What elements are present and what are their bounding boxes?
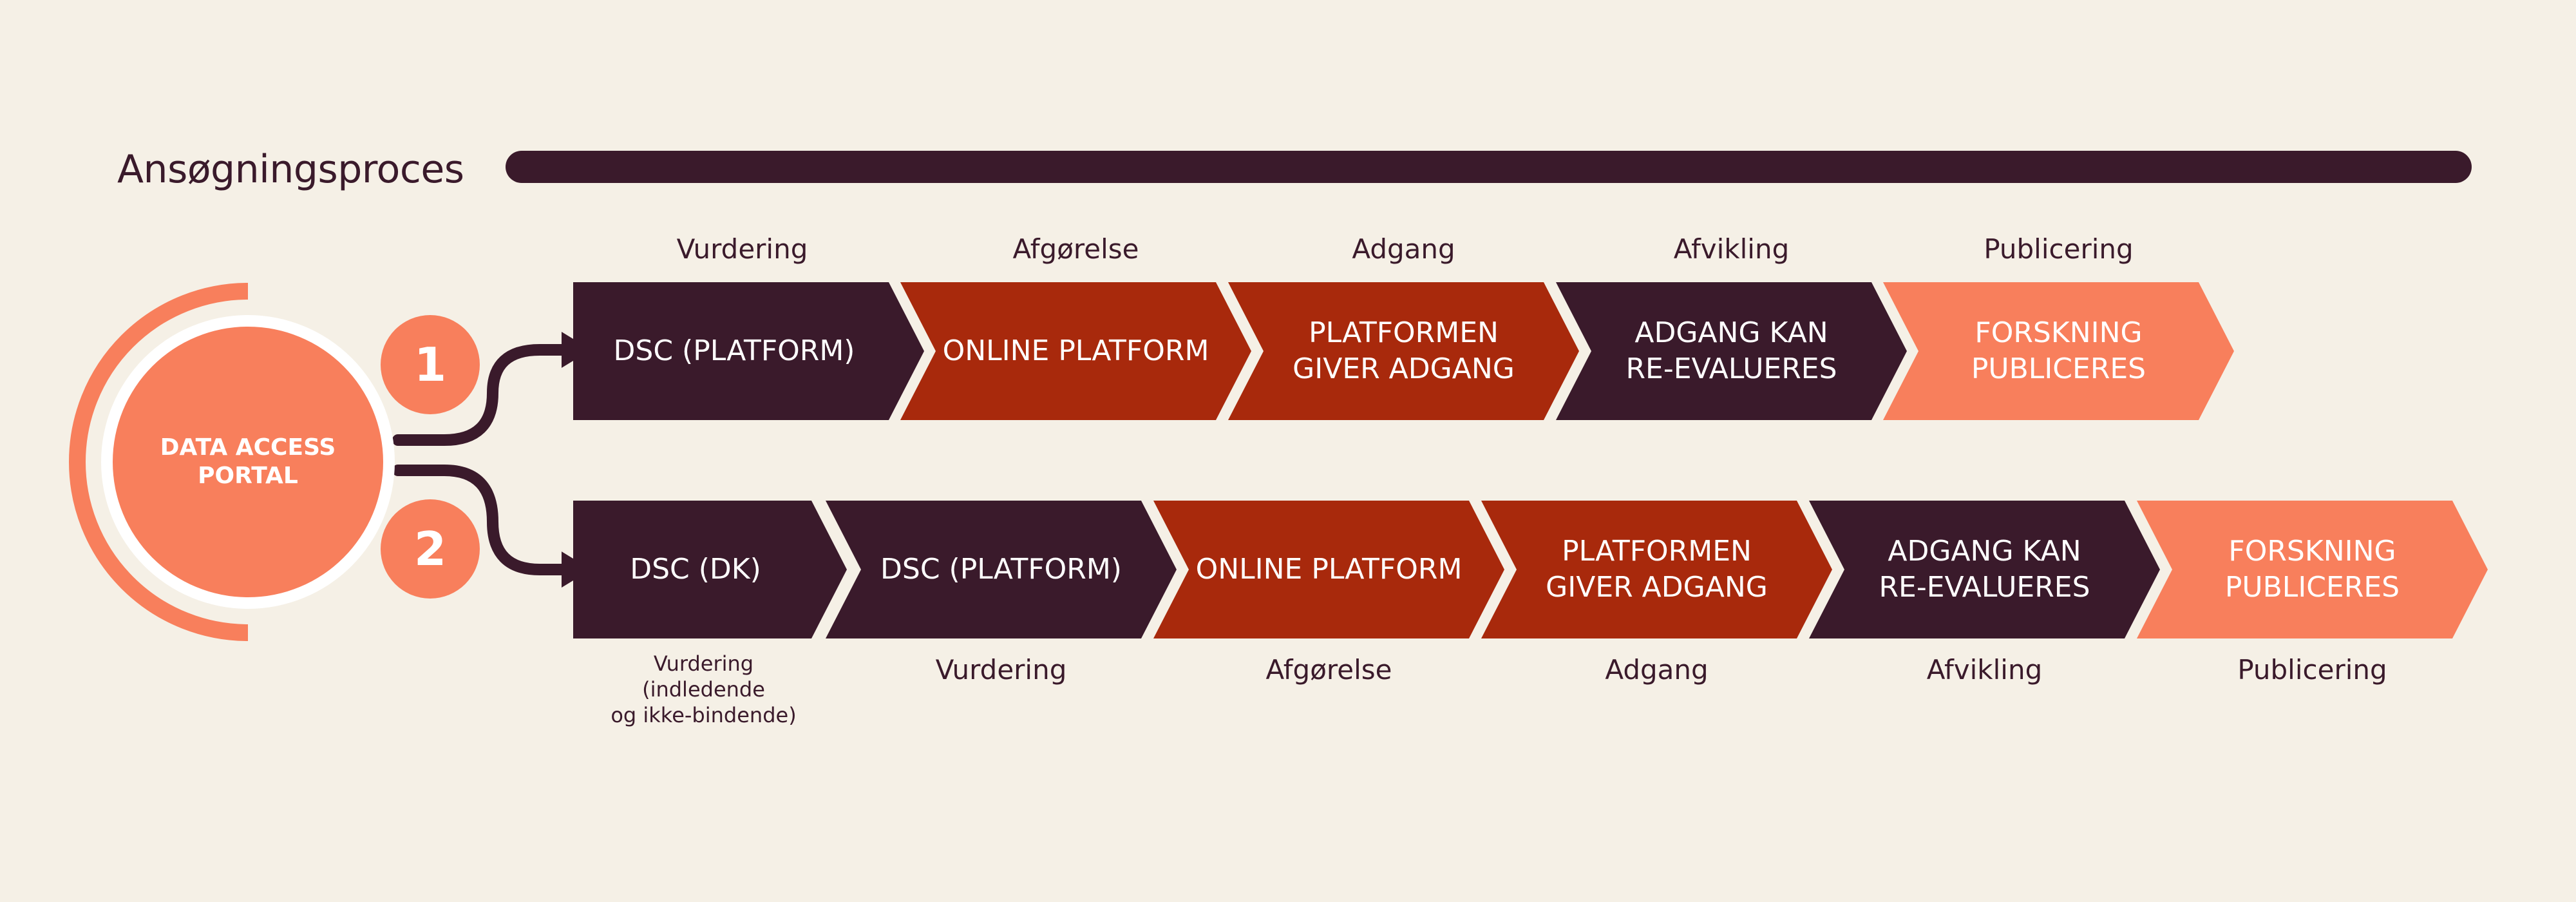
route-1-phase-2: Afgørelse — [1012, 233, 1139, 265]
route-1-step-2: ONLINE PLATFORM — [900, 282, 1251, 420]
route-1-badge: 1 — [381, 315, 480, 414]
route-2-phase-4: Adgang — [1605, 654, 1709, 686]
route-2-step-5: ADGANG KAN RE-EVALUERES — [1809, 501, 2160, 638]
connector-route-1 — [392, 344, 571, 446]
route-2-phase-6: Publicering — [2237, 654, 2387, 686]
route-2-step-6: FORSKNING PUBLICERES — [2137, 501, 2488, 638]
connector-route-2 — [392, 465, 571, 575]
route-2-step-3: ONLINE PLATFORM — [1153, 501, 1504, 638]
data-access-portal: DATA ACCESS PORTAL — [113, 327, 383, 597]
route-2-phase-5: Afvikling — [1926, 654, 2043, 686]
route-1-phase-3: Adgang — [1352, 233, 1455, 265]
route-1-step-4: ADGANG KAN RE-EVALUERES — [1556, 282, 1907, 420]
portal-outer-arc — [69, 283, 249, 641]
route-1-phase-1: Vurdering — [676, 233, 808, 265]
route-1-step-3: PLATFORMEN GIVER ADGANG — [1228, 282, 1579, 420]
page-title: Ansøgningsproces — [117, 147, 464, 192]
portal-label: DATA ACCESS PORTAL — [160, 434, 336, 489]
route-2-phase-1: Vurdering (indledende og ikke-bindende) — [611, 651, 797, 727]
route-1-phase-5: Publicering — [1984, 233, 2134, 265]
route-2-badge: 2 — [381, 499, 480, 599]
route-2-phase-3: Afgørelse — [1265, 654, 1392, 686]
route-1-step-1: DSC (PLATFORM) — [573, 282, 924, 420]
route-1-phase-4: Afvikling — [1673, 233, 1790, 265]
route-1-step-5: FORSKNING PUBLICERES — [1883, 282, 2234, 420]
timeline-bar — [506, 151, 2472, 183]
route-2-step-2: DSC (PLATFORM) — [826, 501, 1177, 638]
route-2-step-1: DSC (DK) — [573, 501, 847, 638]
route-2-step-4: PLATFORMEN GIVER ADGANG — [1481, 501, 1832, 638]
route-2-phase-2: Vurdering — [935, 654, 1067, 686]
